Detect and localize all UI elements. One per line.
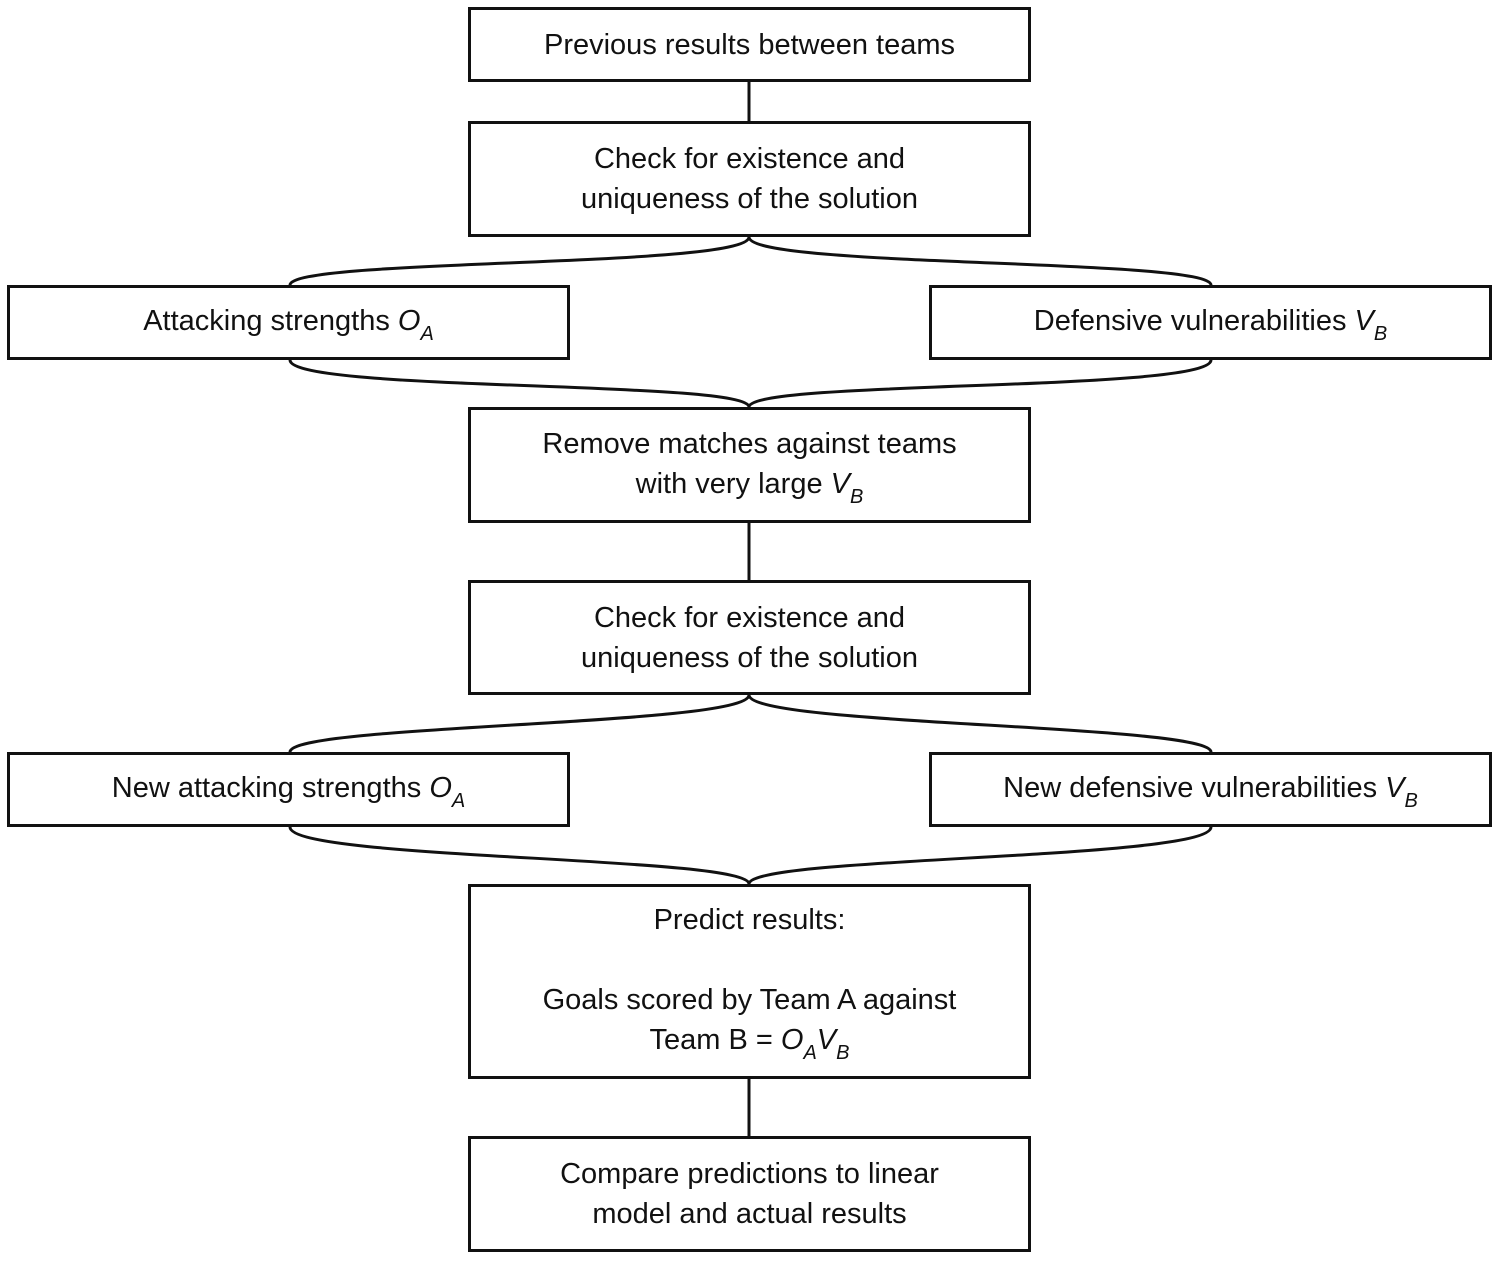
node-defensive-vulnerabilities: Defensive vulnerabilities VB	[929, 285, 1492, 360]
node-text: Attacking strengths	[143, 305, 398, 337]
edge-check2-to-new-defensive	[747, 694, 1213, 753]
node-text-line1: Predict results:	[653, 904, 846, 936]
node-text-line: Attacking strengths OA	[143, 301, 434, 345]
node-text: New defensive vulnerabilities	[1003, 772, 1386, 804]
node-text-line: Defensive vulnerabilities VB	[1033, 301, 1388, 345]
variable-symbol-o: O	[780, 1024, 804, 1056]
node-text-line2: uniqueness of the solution	[581, 183, 918, 215]
node-text: Previous results between teams	[543, 28, 956, 61]
node-check-existence-2: Check for existence and uniqueness of th…	[468, 580, 1031, 695]
node-text-line2: Goals scored by Team A against	[542, 984, 957, 1016]
node-text-line2-wrap: with very large VB	[635, 464, 864, 508]
variable-symbol: V	[830, 467, 850, 500]
variable-subscript: B	[1373, 323, 1388, 345]
edge-check1-to-attacking	[288, 236, 751, 287]
node-attacking-strengths: Attacking strengths OA	[7, 285, 570, 360]
node-text-line3-wrap: Team B = OAVB	[649, 1020, 850, 1064]
variable-subscript: A	[420, 323, 434, 345]
node-text-line3: Team B =	[649, 1024, 781, 1056]
node-new-attacking-strengths: New attacking strengths OA	[7, 752, 570, 827]
variable-symbol: V	[1385, 772, 1405, 804]
variable-subscript: B	[850, 485, 864, 508]
node-text-line1: Check for existence and	[593, 143, 906, 175]
node-text-line2: with very large	[635, 467, 831, 500]
variable-symbol: O	[429, 772, 452, 804]
node-text-line1: Check for existence and	[593, 601, 906, 634]
node-check-existence-1: Check for existence and uniqueness of th…	[468, 121, 1031, 237]
node-predict-results: Predict results: Goals scored by Team A …	[468, 884, 1031, 1079]
variable-subscript-a: A	[803, 1042, 817, 1064]
node-text-line: New defensive vulnerabilities VB	[1003, 768, 1418, 812]
node-text: New attacking strengths	[111, 772, 430, 804]
edge-defensive-to-remove	[747, 359, 1213, 409]
node-text-line2: model and actual results	[592, 1198, 907, 1230]
edge-new-defensive-to-predict	[747, 826, 1213, 885]
node-previous-results: Previous results between teams	[468, 7, 1031, 82]
variable-symbol: V	[1354, 305, 1374, 337]
node-text: Defensive vulnerabilities	[1033, 305, 1355, 337]
edge-new-attacking-to-predict	[288, 826, 751, 885]
edge-check1-to-defensive	[747, 236, 1213, 287]
variable-subscript: B	[1404, 790, 1418, 812]
variable-subscript-b: B	[836, 1042, 850, 1064]
node-text-line2: uniqueness of the solution	[581, 641, 918, 674]
variable-symbol-v: V	[816, 1024, 837, 1056]
variable-symbol: O	[397, 305, 421, 337]
variable-subscript: A	[451, 790, 466, 812]
node-compare-predictions: Compare predictions to linear model and …	[468, 1136, 1031, 1252]
edge-attacking-to-remove	[288, 359, 751, 409]
node-remove-matches: Remove matches against teams with very l…	[468, 407, 1031, 523]
node-text-line1: Remove matches against teams	[542, 427, 957, 460]
edge-check2-to-new-attacking	[288, 694, 751, 753]
node-text-line1: Compare predictions to linear	[560, 1158, 939, 1190]
node-text-line: New attacking strengths OA	[111, 768, 466, 812]
node-new-defensive-vulnerabilities: New defensive vulnerabilities VB	[929, 752, 1492, 827]
